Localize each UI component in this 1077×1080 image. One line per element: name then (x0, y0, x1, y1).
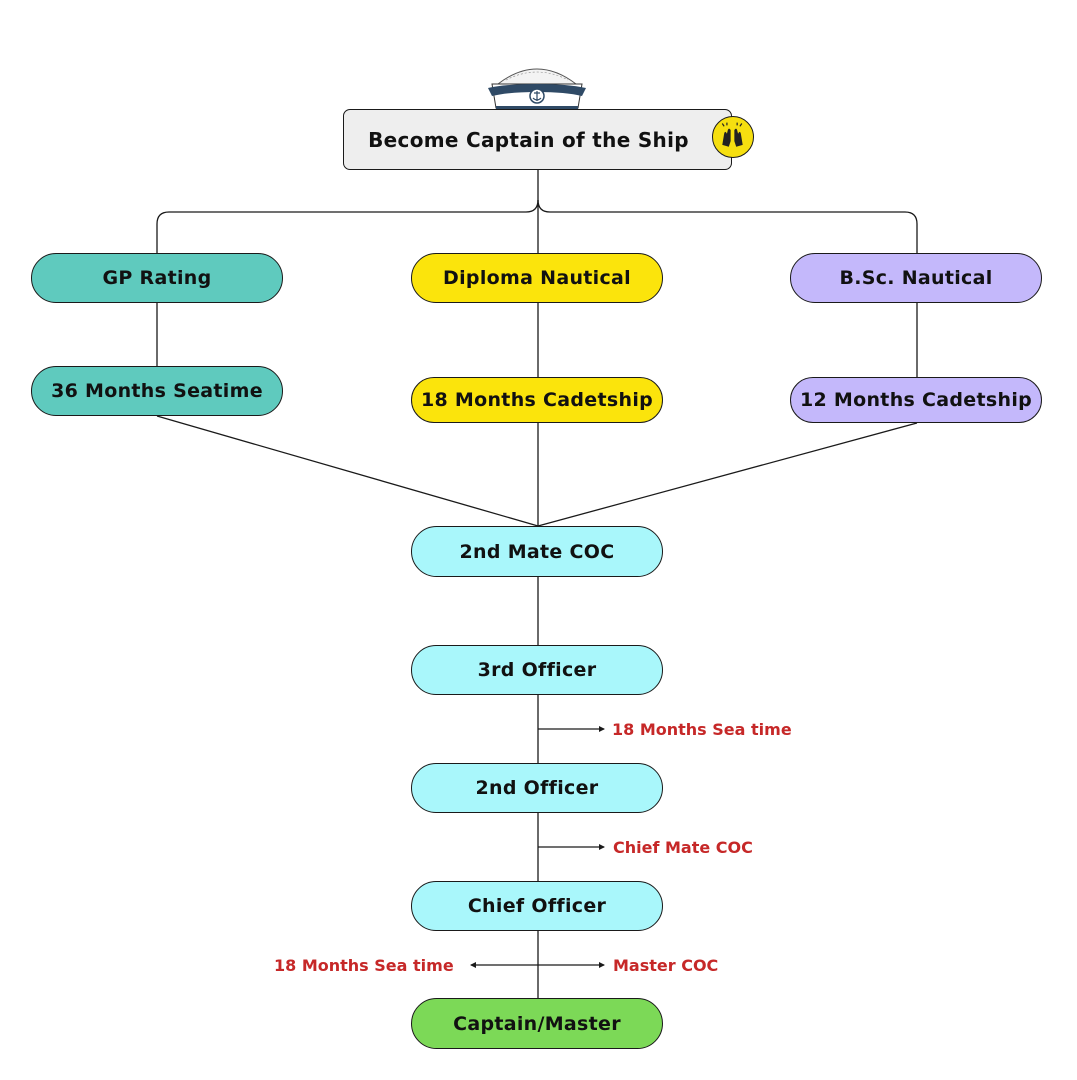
requirement-chief-mate-coc-note: Chief Mate COC (613, 838, 753, 857)
bsc-merge-line (537, 422, 918, 527)
bsc-nautical-label: B.Sc. Nautical (839, 267, 993, 289)
diploma-nautical-node: Diploma Nautical (411, 253, 663, 303)
root-left-branch-line (156, 199, 539, 253)
requirement-sea-time-left-note: 18 Months Sea time (274, 956, 454, 975)
gp-rating-node: GP Rating (31, 253, 283, 303)
bsc-cadetship-label: 12 Months Cadetship (799, 389, 1033, 411)
root-goal-label: Become Captain of the Ship (368, 127, 689, 152)
bsc-cadetship-node: 12 Months Cadetship (790, 377, 1042, 423)
requirement-master-coc-note: Master COC (613, 956, 719, 975)
gp-rating-label: GP Rating (102, 267, 212, 289)
chief-officer-node: Chief Officer (411, 881, 663, 931)
gp-seatime-node: 36 Months Seatime (31, 366, 283, 416)
gp-merge-line (156, 415, 539, 527)
third-officer-node: 3rd Officer (411, 645, 663, 695)
raised-hands-icon (712, 116, 754, 158)
root-goal-node: Become Captain of the Ship (343, 109, 732, 170)
second-officer-label: 2nd Officer (475, 777, 599, 799)
second-officer-node: 2nd Officer (411, 763, 663, 813)
diploma-cadetship-label: 18 Months Cadetship (420, 389, 654, 411)
diploma-nautical-label: Diploma Nautical (443, 267, 631, 289)
second-mate-coc-label: 2nd Mate COC (459, 540, 615, 563)
diploma-cadetship-node: 18 Months Cadetship (411, 377, 663, 423)
captain-master-node: Captain/Master (411, 998, 663, 1049)
second-mate-coc-node: 2nd Mate COC (411, 526, 663, 577)
captain-hat-icon (488, 68, 586, 110)
bsc-nautical-node: B.Sc. Nautical (790, 253, 1042, 303)
chief-officer-label: Chief Officer (467, 895, 607, 917)
root-right-branch-line (537, 199, 918, 253)
requirement-sea-time-note: 18 Months Sea time (612, 720, 792, 739)
captain-master-label: Captain/Master (453, 1012, 621, 1035)
third-officer-label: 3rd Officer (477, 659, 597, 681)
gp-seatime-label: 36 Months Seatime (51, 380, 263, 402)
